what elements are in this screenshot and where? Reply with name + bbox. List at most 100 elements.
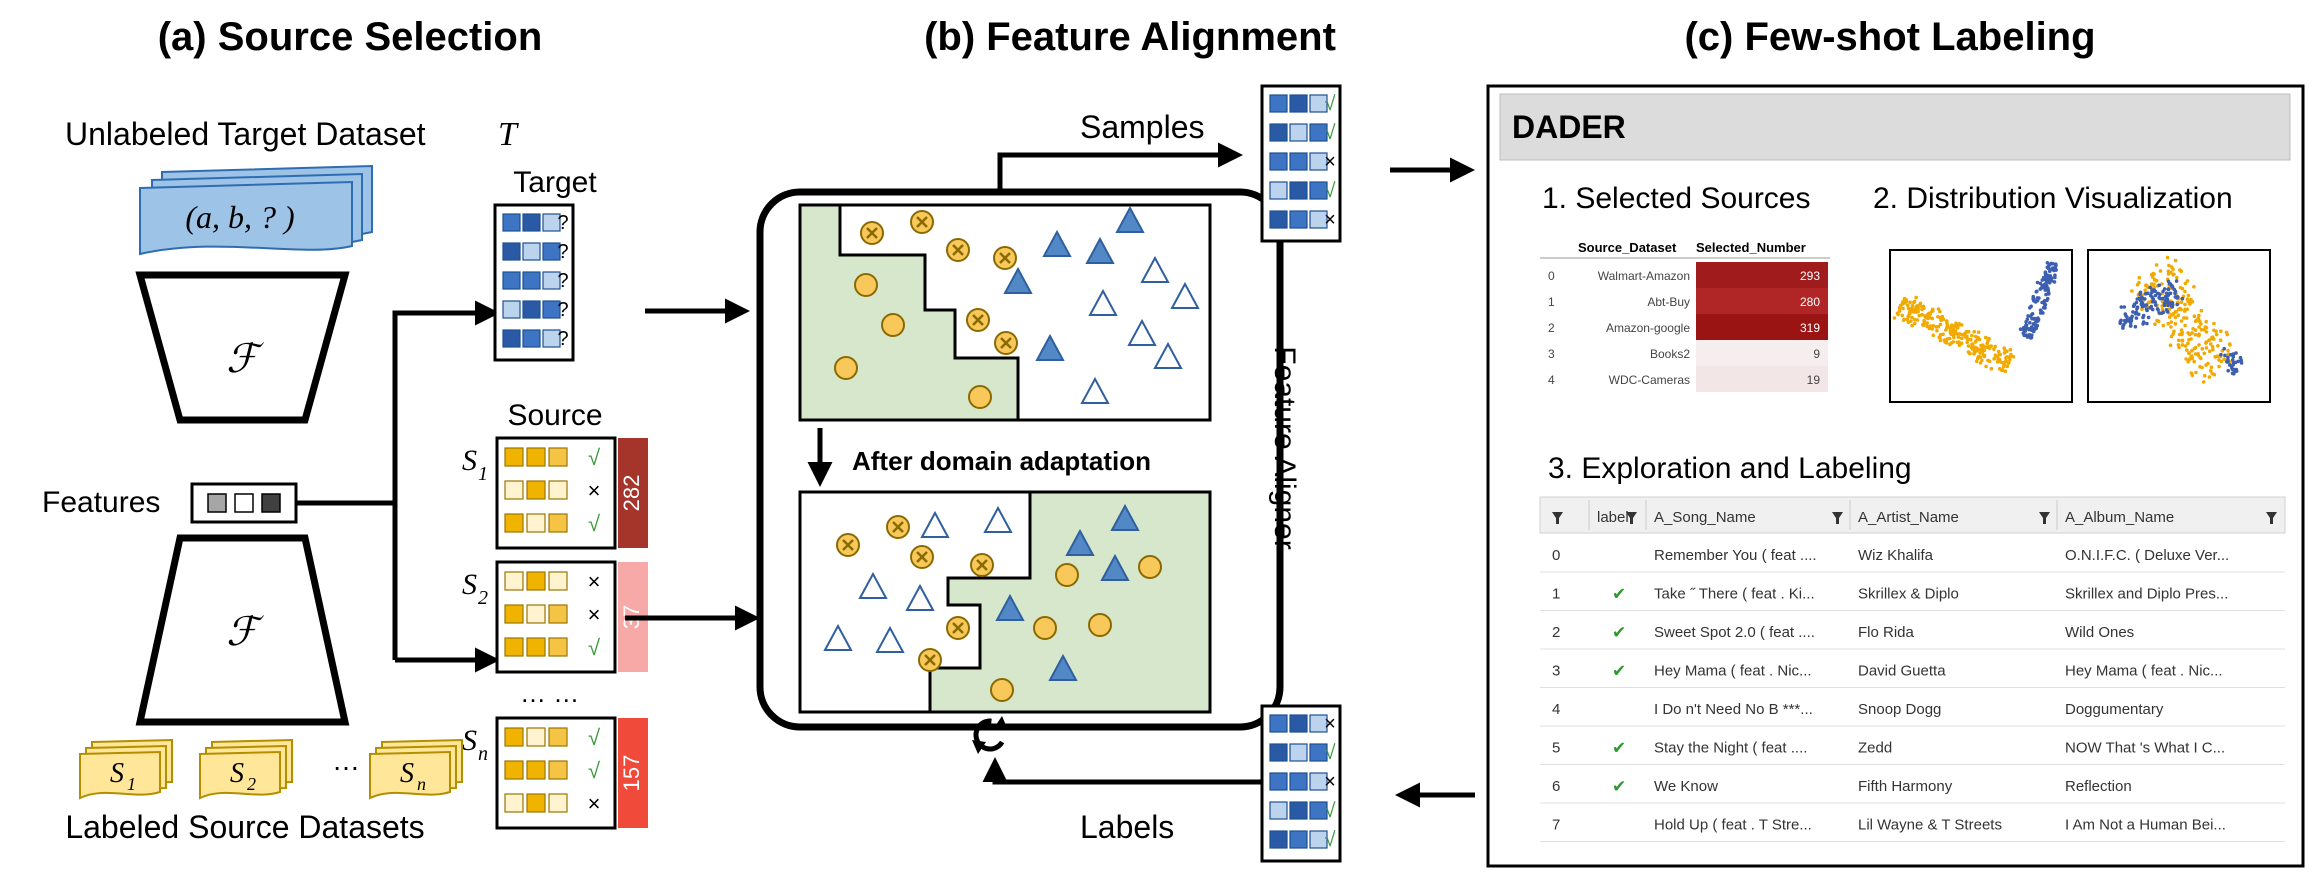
samples-grid: √√×√×: [1260, 84, 1342, 243]
panel-a-title: (a) Source Selection: [158, 15, 543, 59]
grid-mark: ?: [557, 212, 568, 234]
source-count-bar: [618, 438, 648, 548]
labeling-column-header[interactable]: [1552, 512, 1563, 524]
label-check-icon[interactable]: ✔: [1612, 739, 1626, 759]
source-ellipsis: … …: [520, 678, 579, 708]
column-header-label: A_Artist_Name: [1858, 509, 1959, 526]
feature-branch-arrows: [296, 300, 500, 673]
row-source-name: Books2: [1650, 347, 1690, 361]
labeling-table: label A_Song_Name A_Artist_Name A_Album_Nam…: [1539, 496, 2286, 842]
file-subscript: 2: [247, 774, 256, 794]
source-subscript: n: [478, 743, 488, 765]
row-number-cell: [1696, 288, 1828, 314]
labeled-sources-label: Labeled Source Datasets: [65, 809, 424, 845]
before-adaptation-scatter: [798, 203, 1212, 422]
source-sample-circle: [834, 356, 858, 380]
labeling-column-header[interactable]: label: [1588, 500, 1637, 530]
row-number: 9: [1813, 347, 1820, 361]
grid-mark: ?: [557, 299, 568, 321]
target-sample-triangle: [1170, 281, 1200, 309]
files-ellipsis: …: [332, 745, 360, 776]
target-dataset-file-stack: (a, b, ? ): [139, 164, 373, 256]
grid-mark: √: [1325, 93, 1336, 115]
filter-icon[interactable]: [1832, 512, 1843, 524]
filter-icon[interactable]: [2039, 512, 2050, 524]
labels-label: Labels: [1080, 809, 1174, 845]
app-title: DADER: [1512, 109, 1626, 145]
source-sample-triangle: [1065, 528, 1095, 556]
artist-name-cell: Skrillex & Diplo: [1858, 586, 1959, 603]
artist-name-cell: David Guetta: [1858, 663, 1946, 680]
row-number-cell: [1696, 340, 1828, 366]
source-sample-triangle: [1003, 266, 1033, 294]
row-index: 0: [1552, 547, 1560, 564]
source-mark: √: [588, 725, 601, 750]
grid-mark: √: [1325, 180, 1336, 202]
song-name-cell: Stay the Night ( feat ....: [1654, 740, 1807, 757]
label-check-icon[interactable]: ✔: [1612, 662, 1626, 682]
row-number-cell: [1696, 314, 1828, 340]
filter-icon[interactable]: [2266, 512, 2277, 524]
grid-mark: √: [1325, 829, 1336, 851]
labeling-column-header[interactable]: A_Artist_Name: [1849, 500, 2050, 530]
label-check-icon[interactable]: ✔: [1612, 623, 1626, 643]
source-sample-triangle: [1035, 333, 1065, 361]
artist-name-cell: Lil Wayne & T Streets: [1858, 817, 2002, 834]
row-source-name: Amazon-google: [1606, 321, 1690, 335]
refresh-icon[interactable]: [971, 716, 1009, 754]
row-index: 0: [1548, 269, 1555, 283]
encoder-bottom: ℱ: [135, 534, 350, 726]
grid-mark: ×: [1324, 771, 1336, 793]
source-name: S: [462, 444, 477, 477]
labeling-column-header[interactable]: A_Song_Name: [1645, 500, 1843, 530]
labeling-table-header: [1539, 496, 2286, 534]
file-name: S: [110, 758, 124, 789]
label-check-icon[interactable]: ✔: [1612, 585, 1626, 605]
source-sample-triangle: [1042, 229, 1072, 257]
source-subscript: 2: [478, 587, 488, 609]
source-mark: ×: [588, 569, 601, 594]
filter-icon[interactable]: [1552, 512, 1563, 524]
row-index: 2: [1548, 321, 1555, 335]
filter-icon[interactable]: [1626, 512, 1637, 524]
source-sample-triangle: [1085, 236, 1115, 264]
section-exploration-labeling: 3. Exploration and Labeling: [1548, 452, 1912, 485]
samples-tuple-grid: √√×√×: [1260, 84, 1342, 243]
row-index: 4: [1552, 701, 1560, 718]
song-name-cell: We Know: [1654, 778, 1718, 795]
row-index: 5: [1552, 740, 1560, 757]
tuple-text: (a, b, ? ): [185, 199, 294, 235]
label-check-icon[interactable]: ✔: [1612, 777, 1626, 797]
panel-b: After domain adaptation Feature Aligner …: [756, 84, 1475, 863]
app-header: [1499, 93, 2291, 161]
album-name-cell: Wild Ones: [2065, 624, 2134, 641]
panel-a-to-b-arrows: [625, 298, 760, 631]
target-sample-triangle: [1127, 318, 1157, 346]
row-number: 280: [1800, 295, 1820, 309]
after-adaptation-scatter: [798, 490, 1212, 714]
artist-name-cell: Fifth Harmony: [1858, 778, 1953, 795]
labeling-table-row[interactable]: 1✔Take ˝ There ( feat . Ki...Skrillex & …: [1540, 585, 2285, 611]
labeling-column-header[interactable]: A_Album_Name: [2056, 500, 2277, 530]
source-count: 282: [619, 475, 644, 512]
row-index: 1: [1552, 586, 1560, 603]
row-index: 1: [1548, 295, 1555, 309]
column-header-label: label: [1597, 509, 1629, 526]
panel-b-title: (b) Feature Alignment: [924, 15, 1336, 59]
source-count-bar: [618, 718, 648, 828]
